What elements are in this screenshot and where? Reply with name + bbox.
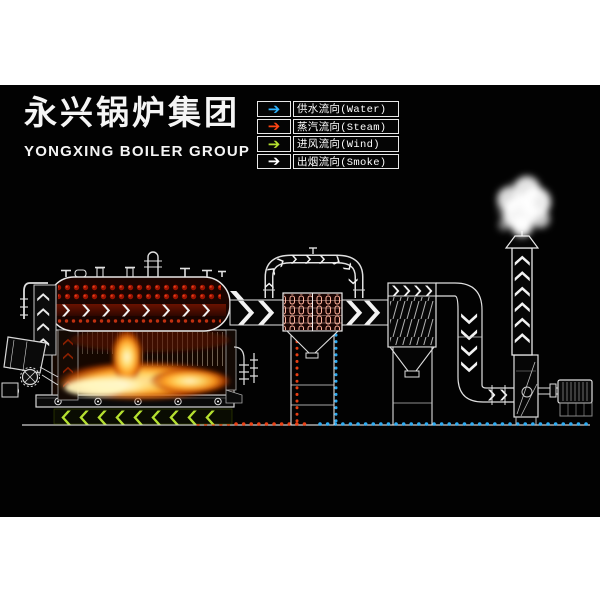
water-arrow-icon: ➔ — [257, 101, 291, 117]
dust-collector — [387, 282, 437, 425]
water-pipe-dots — [318, 333, 590, 426]
downcomer-duct — [436, 282, 514, 405]
economizer — [282, 292, 343, 359]
drum-valves — [61, 251, 226, 278]
diagram-canvas: 永兴锅炉集团 YONGXING BOILER GROUP ➔ 供水流向(Wate… — [0, 85, 600, 517]
bypass-arch-pipe — [263, 247, 365, 298]
flow-legend: ➔ 供水流向(Water) ➔ 蒸汽流向(Steam) ➔ 进风流向(Wind)… — [257, 101, 399, 169]
furnace-flame — [56, 328, 232, 401]
smoke-arrow-icon: ➔ — [257, 153, 291, 169]
coal-hopper-feeder — [1, 336, 59, 398]
grate-air-flow-arrows — [53, 408, 233, 425]
wind-arrow-icon: ➔ — [257, 136, 291, 152]
induced-draft-fan — [513, 354, 539, 425]
economizer-supports — [290, 331, 335, 425]
chain-grate-boiler — [1, 251, 258, 425]
front-riser-channel — [20, 282, 57, 356]
legend-label-smoke: 出烟流向(Smoke) — [293, 153, 399, 169]
steam-pipe-dots — [196, 333, 308, 426]
boiler-drum — [47, 276, 231, 332]
legend-label-wind: 进风流向(Wind) — [293, 136, 399, 152]
chimney — [504, 231, 540, 356]
page-subtitle: YONGXING BOILER GROUP — [24, 143, 251, 160]
smoke-plume — [497, 176, 551, 237]
fan-motor — [538, 379, 593, 417]
brand-block: 永兴锅炉集团 YONGXING BOILER GROUP — [24, 93, 250, 160]
legend-label-water: 供水流向(Water) — [293, 101, 399, 117]
legend-label-steam: 蒸汽流向(Steam) — [293, 118, 399, 134]
steam-arrow-icon: ➔ — [257, 118, 291, 134]
blowdown-pipes — [233, 346, 258, 385]
boiler-system-diagram — [1, 176, 593, 426]
page-title: 永兴锅炉集团 — [24, 93, 240, 132]
